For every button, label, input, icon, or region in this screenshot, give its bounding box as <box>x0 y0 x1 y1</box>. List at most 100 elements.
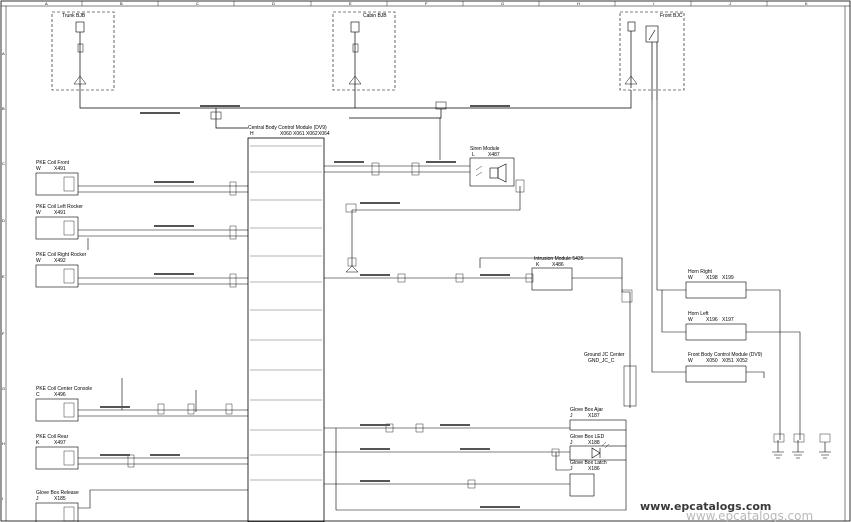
coil-pin-block <box>63 268 75 284</box>
grid-row-label: E <box>2 274 5 279</box>
front-bjc: Front BJC <box>619 11 685 100</box>
coil-box <box>35 398 79 422</box>
glove-led-title: Glove Box LED <box>570 434 605 440</box>
coil-letter: W <box>36 166 41 172</box>
glove-led-id: X188 <box>588 440 600 446</box>
coil-letter: J <box>36 496 39 502</box>
coil-name: PKE Coil Rear <box>36 434 69 440</box>
coil-pin-block <box>63 506 75 522</box>
grid-col-label: D <box>272 1 275 6</box>
coil-letter: C <box>36 392 40 398</box>
horn-left-letter: W <box>688 317 693 323</box>
grid-row-label: A <box>2 51 5 56</box>
coil-id: X492 <box>54 258 66 264</box>
coil-box <box>35 172 79 196</box>
siren-letter: L <box>472 152 475 158</box>
glove-box-latch: Glove Box Latch J X186 <box>569 460 607 497</box>
grid-row-labels: A B C D E F G H I <box>2 51 5 501</box>
fbcm-id-1: X050 <box>706 358 718 364</box>
coil-pin-block <box>63 176 75 192</box>
glove-ajar-title: Glove Box Ajar <box>570 407 603 413</box>
cbcm-connector-2: X061 <box>293 131 305 137</box>
cbcm-connector-3: X062 <box>306 131 318 137</box>
glove-ajar-letter: J <box>570 413 573 419</box>
cabin-bjb: Cabin BJB <box>332 11 396 98</box>
grid-row-label: G <box>2 386 5 391</box>
front-bjc-label: Front BJC <box>660 13 683 19</box>
fbcm-letter: W <box>688 358 693 364</box>
wire-code-marks <box>100 105 520 508</box>
grid-col-label: B <box>120 1 123 6</box>
coil-name: PKE Coil Center Console <box>36 386 92 392</box>
horn-right: Horn Right W X198 X199 <box>685 269 747 299</box>
horn-right-letter: W <box>688 275 693 281</box>
grid-col-label: A <box>45 1 48 6</box>
glove-wires <box>324 423 627 511</box>
trunk-bjb-label: Trunk BJB <box>62 13 86 19</box>
coil-pin-block <box>63 402 75 418</box>
grid-col-label: G <box>501 1 504 6</box>
coil-letter: W <box>36 258 41 264</box>
grid-row-label: D <box>2 218 5 223</box>
horn-left: Horn Left W X196 X197 <box>685 311 747 341</box>
horn-left-id-1: X196 <box>706 317 718 323</box>
coil-name: PKE Coil Front <box>36 160 70 166</box>
ground-title: Ground JC Center <box>584 352 625 358</box>
coil-id: X491 <box>54 210 66 216</box>
grid-row-label: C <box>2 161 5 166</box>
coil-id: X496 <box>54 392 66 398</box>
grid-col-label: H <box>577 1 580 6</box>
coil-id: X497 <box>54 440 66 446</box>
glove-latch-letter: J <box>570 466 573 472</box>
grid-col-label: J <box>729 1 731 6</box>
glove-led-letter: J <box>570 440 573 446</box>
intrusion-title: Intrusion Module 5435 <box>534 256 584 262</box>
glove-box-led: Glove Box LED J X188 <box>569 434 627 461</box>
horn-left-title: Horn Left <box>688 311 709 317</box>
cbcm-connector-1: X060 <box>280 131 292 137</box>
top-bus <box>79 90 632 129</box>
glove-ajar-id: X187 <box>588 413 600 419</box>
coil-wires <box>78 181 248 509</box>
intrusion-module: Intrusion Module 5435 K X486 <box>531 256 584 291</box>
glove-box-ajar: Glove Box Ajar J X187 <box>569 407 627 431</box>
grid-row-label: I <box>2 496 3 501</box>
cbcm-letter: H <box>250 131 254 137</box>
grid-row-label: F <box>2 331 5 336</box>
coil-pin-block <box>63 220 75 236</box>
grid-row-label: B <box>2 106 5 111</box>
coil-box <box>35 216 79 240</box>
horn-right-title: Horn Right <box>688 269 713 275</box>
ground-jc-center: Ground JC Center GND_JC_C <box>584 352 637 407</box>
grid-col-label: E <box>349 1 352 6</box>
right-wires <box>651 100 831 459</box>
intrusion-id: X486 <box>552 262 564 268</box>
glove-latch-id: X186 <box>588 466 600 472</box>
siren-title: Siren Module <box>470 146 500 152</box>
horn-right-id-2: X199 <box>722 275 734 281</box>
coil-letter: K <box>36 440 40 446</box>
coil-name: PKE Coil Right Rocker <box>36 252 87 258</box>
horn-left-id-2: X197 <box>722 317 734 323</box>
coil-pin-block <box>63 450 75 466</box>
cbcm-connector-4: X064 <box>318 131 330 137</box>
siren-module: Siren Module L X487 <box>469 146 515 187</box>
trunk-bjb: Trunk BJB <box>51 11 115 98</box>
cbcm-title: Central Body Control Module (DV9) <box>248 125 327 131</box>
watermark-shadow: www.epcatalogs.com <box>686 509 813 522</box>
grid-row-label: H <box>2 441 5 446</box>
cbcm-module: Central Body Control Module (DV9) H X060… <box>247 125 330 522</box>
coil-box <box>35 264 79 288</box>
siren-id: X487 <box>488 152 500 158</box>
coil-id: X185 <box>54 496 66 502</box>
grid-col-label: K <box>805 1 808 6</box>
coil-letter: W <box>36 210 41 216</box>
cabin-bjb-label: Cabin BJB <box>363 13 387 19</box>
